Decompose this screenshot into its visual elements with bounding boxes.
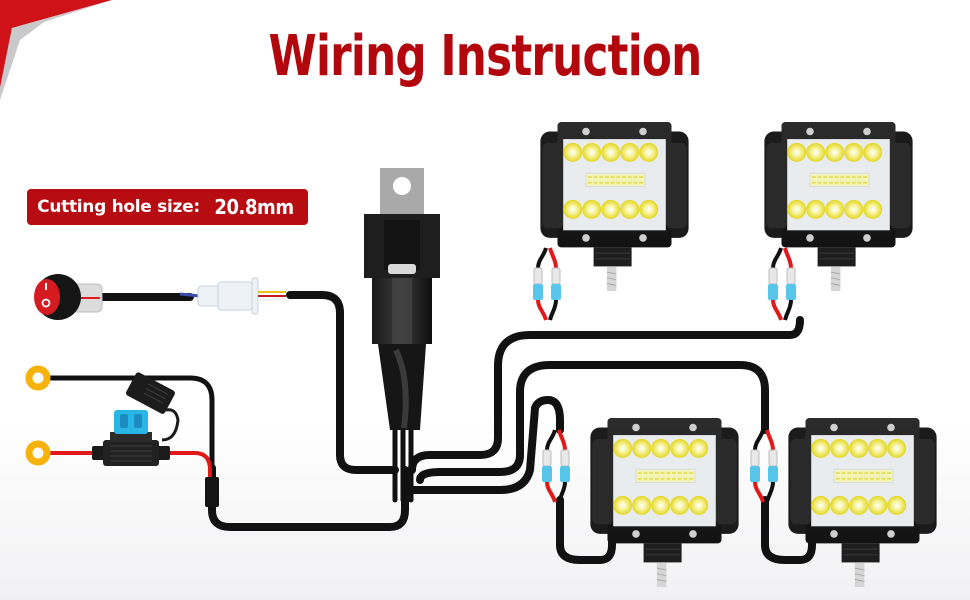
switch-rocker-icon: [34, 279, 60, 315]
light-top-left: [539, 121, 690, 293]
ring-terminal-power-icon: [25, 440, 51, 466]
badge-label: Cutting hole size:: [37, 197, 200, 217]
rocker-switch: [34, 274, 103, 320]
light-top-right: [763, 121, 914, 293]
fuse-assembly: [46, 372, 219, 507]
light-bottom-right: [787, 417, 938, 589]
ring-terminals: [25, 365, 51, 466]
ring-terminal-ground-icon: [25, 365, 51, 391]
relay: [364, 168, 440, 430]
black-cables: [43, 291, 816, 564]
badge-value: 20.8mm: [214, 195, 294, 219]
plug-connector: [179, 277, 287, 315]
light-bottom-left: [589, 417, 740, 589]
page-title: Wiring Instruction: [268, 24, 703, 89]
cutting-hole-size-badge: Cutting hole size: 20.8mm: [27, 189, 308, 225]
fuse-icon: [114, 410, 148, 434]
